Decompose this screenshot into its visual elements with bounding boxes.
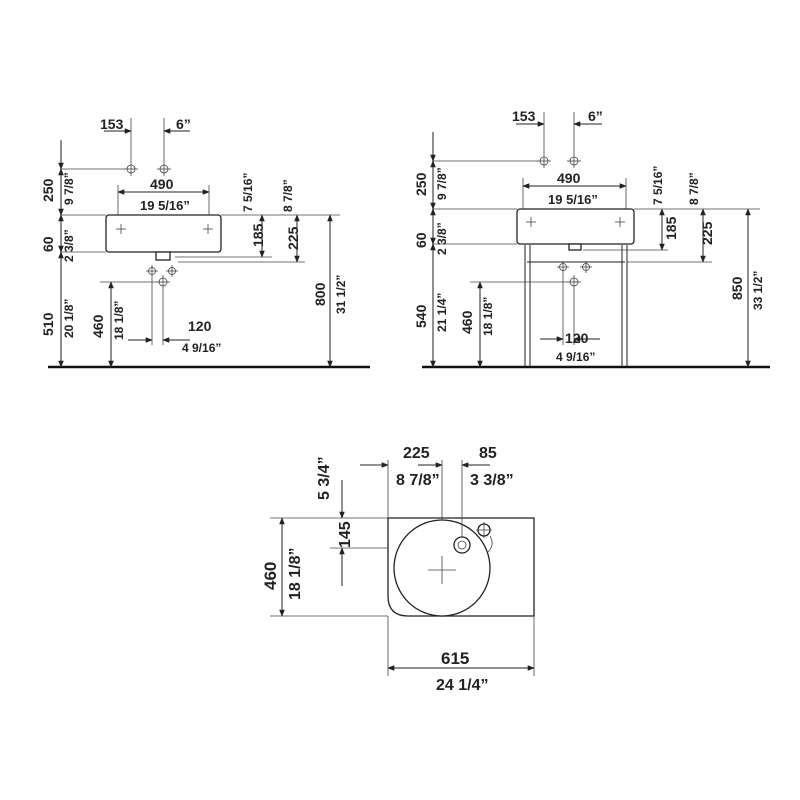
drain-point-icon bbox=[567, 275, 581, 289]
overflow-mark-right bbox=[615, 217, 625, 227]
top-offset-mm: 250 bbox=[40, 178, 56, 202]
rim-a-in: 7 5/16” bbox=[241, 173, 255, 212]
offset-mm: 225 bbox=[403, 445, 430, 462]
waste-offset-mm: 120 bbox=[565, 330, 589, 346]
edge-offset-mm: 145 bbox=[337, 521, 354, 548]
floor-b-mm: 460 bbox=[459, 310, 475, 334]
total-height-mm: 850 bbox=[729, 276, 745, 300]
floor-a-in: 21 1/4” bbox=[435, 293, 449, 332]
rim-b-in: 8 7/8” bbox=[281, 179, 295, 212]
stand-view: 153 6” 490 19 5/16” 250 9 7/8” 60 2 3/8”… bbox=[413, 108, 770, 369]
floor-b-in: 18 1/8” bbox=[481, 297, 495, 336]
tap-right-label: 6” bbox=[176, 116, 191, 132]
basin-width-in: 19 5/16” bbox=[548, 192, 598, 207]
basin-height-mm: 60 bbox=[40, 236, 56, 252]
tap-left-label: 153 bbox=[100, 116, 124, 132]
top-offset-mm: 250 bbox=[413, 172, 429, 196]
drop-b-mm: 225 bbox=[699, 221, 715, 245]
depth-in: 18 1/8” bbox=[287, 548, 304, 600]
total-height-in: 33 1/2” bbox=[751, 271, 765, 310]
basin-width-in: 19 5/16” bbox=[140, 198, 190, 213]
floor-b-in: 18 1/8” bbox=[112, 301, 126, 340]
edge-offset-in: 5 3/4” bbox=[316, 456, 333, 500]
floor-a-in: 20 1/8” bbox=[62, 299, 76, 338]
overflow-icon bbox=[453, 536, 471, 554]
tap-offset-mm: 85 bbox=[479, 445, 497, 462]
fixing-point-icon bbox=[580, 261, 592, 273]
waste-offset-in: 4 9/16” bbox=[182, 341, 221, 355]
floor-b-mm: 460 bbox=[90, 314, 106, 338]
basin-height-in: 2 3/8” bbox=[435, 222, 449, 255]
total-height-mm: 800 bbox=[312, 282, 328, 306]
tap-right-label: 6” bbox=[588, 108, 603, 124]
tap-left-label: 153 bbox=[512, 108, 536, 124]
tap-hole-icon bbox=[157, 162, 171, 176]
drop-a-mm: 185 bbox=[663, 216, 679, 240]
drain-point-icon bbox=[156, 275, 170, 289]
tap-offset-in: 3 3/8” bbox=[470, 472, 514, 489]
tap-hole-icon bbox=[567, 154, 581, 168]
top-offset-in: 9 7/8” bbox=[435, 167, 449, 200]
basin-height-in: 2 3/8” bbox=[62, 229, 76, 262]
rim-a-in: 7 5/16” bbox=[651, 166, 665, 205]
basin-body bbox=[516, 208, 635, 245]
basin-height-mm: 60 bbox=[413, 232, 429, 248]
drop-a-mm: 185 bbox=[250, 223, 266, 247]
basin-body bbox=[105, 214, 222, 253]
tap-hole-icon bbox=[476, 522, 493, 553]
depth-mm: 460 bbox=[261, 562, 280, 590]
waste-outlet bbox=[155, 251, 171, 261]
width-mm: 615 bbox=[441, 649, 469, 668]
total-height-in: 31 1/2” bbox=[334, 275, 348, 314]
tap-hole-icon bbox=[537, 154, 551, 168]
offset-in: 8 7/8” bbox=[396, 472, 440, 489]
basin-width-mm: 490 bbox=[557, 170, 581, 186]
basin-width-mm: 490 bbox=[150, 176, 174, 192]
width-in: 24 1/4” bbox=[436, 677, 488, 694]
floor-a-mm: 510 bbox=[40, 312, 56, 336]
tap-hole-icon bbox=[124, 162, 138, 176]
waste-offset-in: 4 9/16” bbox=[556, 350, 595, 364]
fixing-point-icon bbox=[146, 265, 158, 277]
waste-outlet bbox=[568, 243, 582, 251]
top-view: 225 8 7/8” 85 3 3/8” 5 3/4” 145 460 18 1… bbox=[261, 445, 535, 694]
top-offset-in: 9 7/8” bbox=[62, 172, 76, 205]
waste-offset-mm: 120 bbox=[188, 318, 212, 334]
front-view: 153 6” 490 19 5/16” 250 9 7/8” 60 2 3/8”… bbox=[40, 116, 370, 369]
overflow-mark-left bbox=[526, 217, 536, 227]
fixing-point-icon bbox=[166, 265, 178, 277]
fixing-point-icon bbox=[557, 261, 569, 273]
overflow-mark-left bbox=[116, 224, 126, 234]
drop-b-mm: 225 bbox=[285, 226, 301, 250]
floor-a-mm: 540 bbox=[413, 304, 429, 328]
rim-b-in: 8 7/8” bbox=[687, 172, 701, 205]
overflow-mark-right bbox=[203, 224, 213, 234]
